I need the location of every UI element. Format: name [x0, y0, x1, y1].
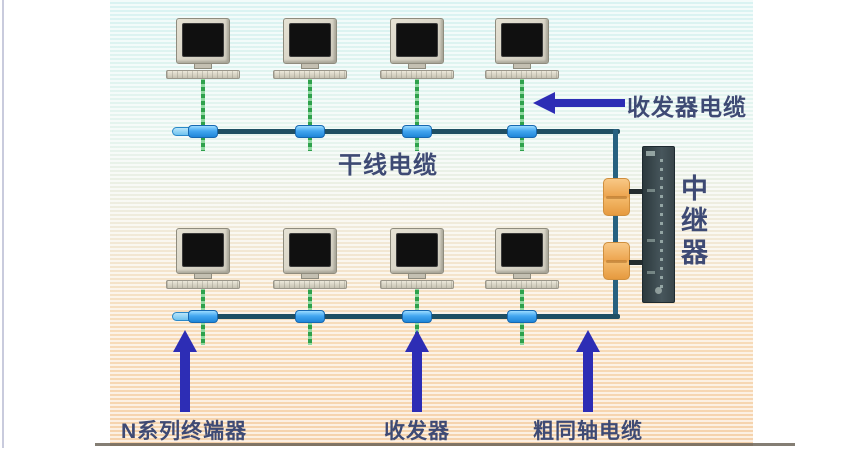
label-thick-coaxial-cable: 粗同轴电缆: [533, 420, 643, 443]
arrow-up-icon: [576, 330, 600, 352]
label-trunk-cable: 干线电缆: [338, 152, 438, 179]
arrow-shaft: [553, 99, 625, 107]
transceiver-tap: [295, 125, 325, 138]
label-repeater: 中继器: [681, 174, 708, 268]
n-terminator-arrow: [173, 330, 197, 412]
riser-transceiver: [603, 242, 630, 280]
screen: [182, 23, 224, 57]
screen: [182, 233, 224, 267]
arrow-shaft: [180, 351, 190, 412]
riser-cable: [613, 129, 618, 319]
transceiver-drop-cable: [415, 73, 419, 151]
monitor: [283, 18, 337, 64]
keyboard: [166, 70, 240, 79]
transceiver-tap: [295, 310, 325, 323]
repeater-stub-cable: [629, 189, 643, 194]
monitor-stand: [301, 64, 319, 69]
keyboard: [485, 70, 559, 79]
monitor-stand: [194, 64, 212, 69]
transceiver-tap: [188, 125, 218, 138]
network-topology-diagram: 收发器电缆 干线电缆 中继器 N系列终端器 收发器 粗同轴电缆: [110, 0, 753, 446]
monitor: [283, 228, 337, 274]
monitor: [390, 18, 444, 64]
monitor: [176, 228, 230, 274]
window-bottom-border: [95, 443, 795, 446]
keyboard: [380, 70, 454, 79]
arrow-shaft: [583, 351, 593, 412]
keyboard: [380, 280, 454, 289]
monitor-stand: [513, 64, 531, 69]
label-transceiver-cable: 收发器电缆: [627, 94, 747, 120]
transceiver-cable-arrow: [533, 92, 625, 114]
computer: [375, 18, 459, 151]
keyboard: [166, 280, 240, 289]
computer: [480, 228, 564, 345]
arrow-up-icon: [405, 330, 429, 352]
screen: [289, 233, 331, 267]
transceiver-tap: [402, 310, 432, 323]
arrow-left-icon: [533, 92, 555, 114]
monitor: [176, 18, 230, 64]
monitor-stand: [513, 274, 531, 279]
thick-coax-arrow: [576, 330, 600, 412]
transceiver-drop-cable: [201, 73, 205, 151]
repeater-stub-cable: [629, 260, 643, 265]
monitor-stand: [408, 64, 426, 69]
transceiver-arrow: [405, 330, 429, 412]
computer: [161, 228, 245, 345]
monitor: [495, 228, 549, 274]
label-transceiver: 收发器: [384, 420, 450, 443]
screen: [396, 233, 438, 267]
monitor: [495, 18, 549, 64]
label-n-series-terminator: N系列终端器: [121, 420, 248, 443]
monitor-stand: [408, 274, 426, 279]
screen: [501, 233, 543, 267]
monitor: [390, 228, 444, 274]
keyboard: [273, 70, 347, 79]
transceiver-tap: [507, 125, 537, 138]
transceiver-tap: [188, 310, 218, 323]
transceiver-drop-cable: [520, 73, 524, 151]
transceiver-drop-cable: [308, 73, 312, 151]
window-left-border: [2, 0, 4, 448]
screen: [289, 23, 331, 57]
transceiver-tap: [402, 125, 432, 138]
repeater-led: [655, 287, 662, 294]
computer: [161, 18, 245, 151]
repeater-marking: [647, 189, 655, 192]
monitor-stand: [194, 274, 212, 279]
keyboard: [273, 280, 347, 289]
trunk-cable-top: [178, 129, 620, 134]
computer: [375, 228, 459, 345]
monitor-stand: [301, 274, 319, 279]
repeater-marking: [647, 239, 655, 242]
screen: [396, 23, 438, 57]
trunk-cable-bottom: [178, 314, 620, 319]
computer: [480, 18, 564, 151]
riser-transceiver: [603, 178, 630, 216]
computer: [268, 228, 352, 345]
arrow-up-icon: [173, 330, 197, 352]
transceiver-tap: [507, 310, 537, 323]
repeater-marking: [647, 271, 655, 274]
computer: [268, 18, 352, 151]
screen: [501, 23, 543, 57]
repeater-device: [642, 146, 675, 303]
keyboard: [485, 280, 559, 289]
arrow-shaft: [412, 351, 422, 412]
